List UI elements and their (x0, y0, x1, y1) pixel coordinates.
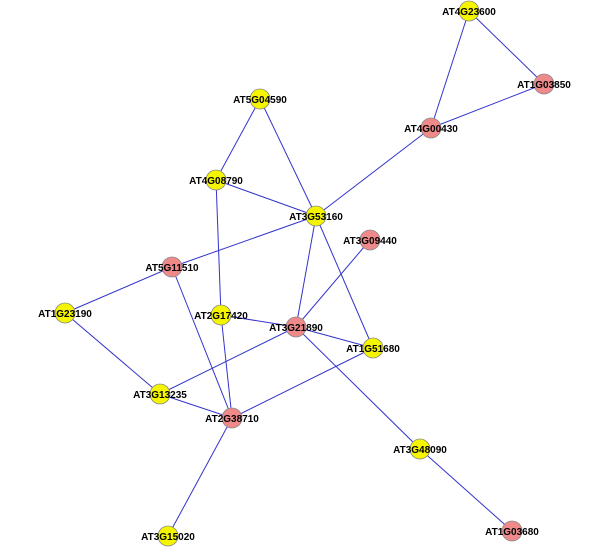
edge-at4g08790-at3g53160 (215, 179, 317, 217)
edge-at5g11510-at2g38710 (171, 266, 233, 419)
node-label: AT1G51680 (346, 344, 400, 355)
node-at1g03850: AT1G03850 (517, 73, 571, 95)
node-circle (221, 407, 243, 429)
node-at1g03680: AT1G03680 (485, 520, 539, 542)
edge-at3g53160-at5g11510 (171, 215, 317, 268)
edge-at4g00430-at3g53160 (315, 127, 432, 217)
node-label: AT1G03680 (485, 527, 539, 538)
edge-at2g17420-at3g21890 (220, 314, 297, 328)
edge-at4g23600-at1g03850 (468, 10, 545, 85)
node-at4g08790: AT4G08790 (189, 169, 243, 191)
node-circle (420, 117, 442, 139)
edge-at2g38710-at3g15020 (167, 417, 233, 537)
node-at1g23190: AT1G23190 (38, 302, 92, 324)
edge-at3g21890-at1g51680 (295, 326, 374, 349)
node-label: AT3G15020 (141, 532, 195, 543)
edge-at5g11510-at1g23190 (64, 266, 173, 314)
node-label: AT4G23600 (442, 7, 496, 18)
node-circle (205, 169, 227, 191)
node-at5g11510: AT5G11510 (145, 256, 199, 278)
edge-at1g03850-at4g00430 (430, 83, 545, 129)
node-at1g51680: AT1G51680 (346, 337, 400, 359)
node-label: AT4G08790 (189, 176, 243, 187)
edge-at5g04590-at4g08790 (215, 98, 261, 181)
node-at3g15020: AT3G15020 (141, 525, 195, 547)
node-circle (533, 73, 555, 95)
node-label: AT1G03850 (517, 80, 571, 91)
node-label: AT3G09440 (343, 236, 397, 247)
node-circle (210, 304, 232, 326)
node-circle (501, 520, 523, 542)
edges-layer (64, 10, 545, 537)
edge-at1g23190-at3g13235 (64, 312, 161, 395)
node-at3g48090: AT3G48090 (393, 438, 447, 460)
node-circle (149, 383, 171, 405)
edge-at3g13235-at2g38710 (159, 393, 233, 419)
node-at2g17420: AT2G17420 (194, 304, 248, 326)
node-at5g04590: AT5G04590 (233, 88, 287, 110)
edge-at3g48090-at1g03680 (419, 448, 513, 532)
node-label: AT5G11510 (145, 263, 199, 274)
node-circle (285, 316, 307, 338)
node-label: AT2G17420 (194, 311, 248, 322)
node-at3g13235: AT3G13235 (133, 383, 187, 405)
node-label: AT3G53160 (289, 212, 343, 223)
edge-at5g04590-at3g53160 (259, 98, 317, 217)
node-label: AT4G00430 (404, 124, 458, 135)
node-at4g23600: AT4G23600 (442, 0, 496, 22)
node-at3g53160: AT3G53160 (289, 205, 343, 227)
edge-at3g53160-at1g51680 (315, 215, 374, 349)
edge-at4g23600-at4g00430 (430, 10, 470, 129)
node-circle (161, 256, 183, 278)
node-circle (157, 525, 179, 547)
node-circle (249, 88, 271, 110)
edge-at3g09440-at3g21890 (295, 239, 371, 328)
node-circle (362, 337, 384, 359)
node-at3g21890: AT3G21890 (269, 316, 323, 338)
edge-at3g53160-at3g21890 (295, 215, 317, 328)
node-label: AT5G04590 (233, 95, 287, 106)
node-circle (359, 229, 381, 251)
edge-at2g17420-at2g38710 (220, 314, 233, 419)
node-label: AT2G38710 (205, 414, 259, 425)
node-at2g38710: AT2G38710 (205, 407, 259, 429)
node-label: AT3G48090 (393, 445, 447, 456)
edge-at4g08790-at2g17420 (215, 179, 222, 316)
node-circle (54, 302, 76, 324)
node-label: AT3G21890 (269, 323, 323, 334)
node-at3g09440: AT3G09440 (343, 229, 397, 251)
edge-at3g21890-at3g48090 (295, 326, 421, 450)
node-label: AT3G13235 (133, 390, 187, 401)
node-label: AT1G23190 (38, 309, 92, 320)
edge-at1g51680-at2g38710 (231, 347, 374, 419)
node-at4g00430: AT4G00430 (404, 117, 458, 139)
edge-at3g21890-at3g13235 (159, 326, 297, 395)
node-circle (305, 205, 327, 227)
node-circle (409, 438, 431, 460)
node-circle (458, 0, 480, 22)
